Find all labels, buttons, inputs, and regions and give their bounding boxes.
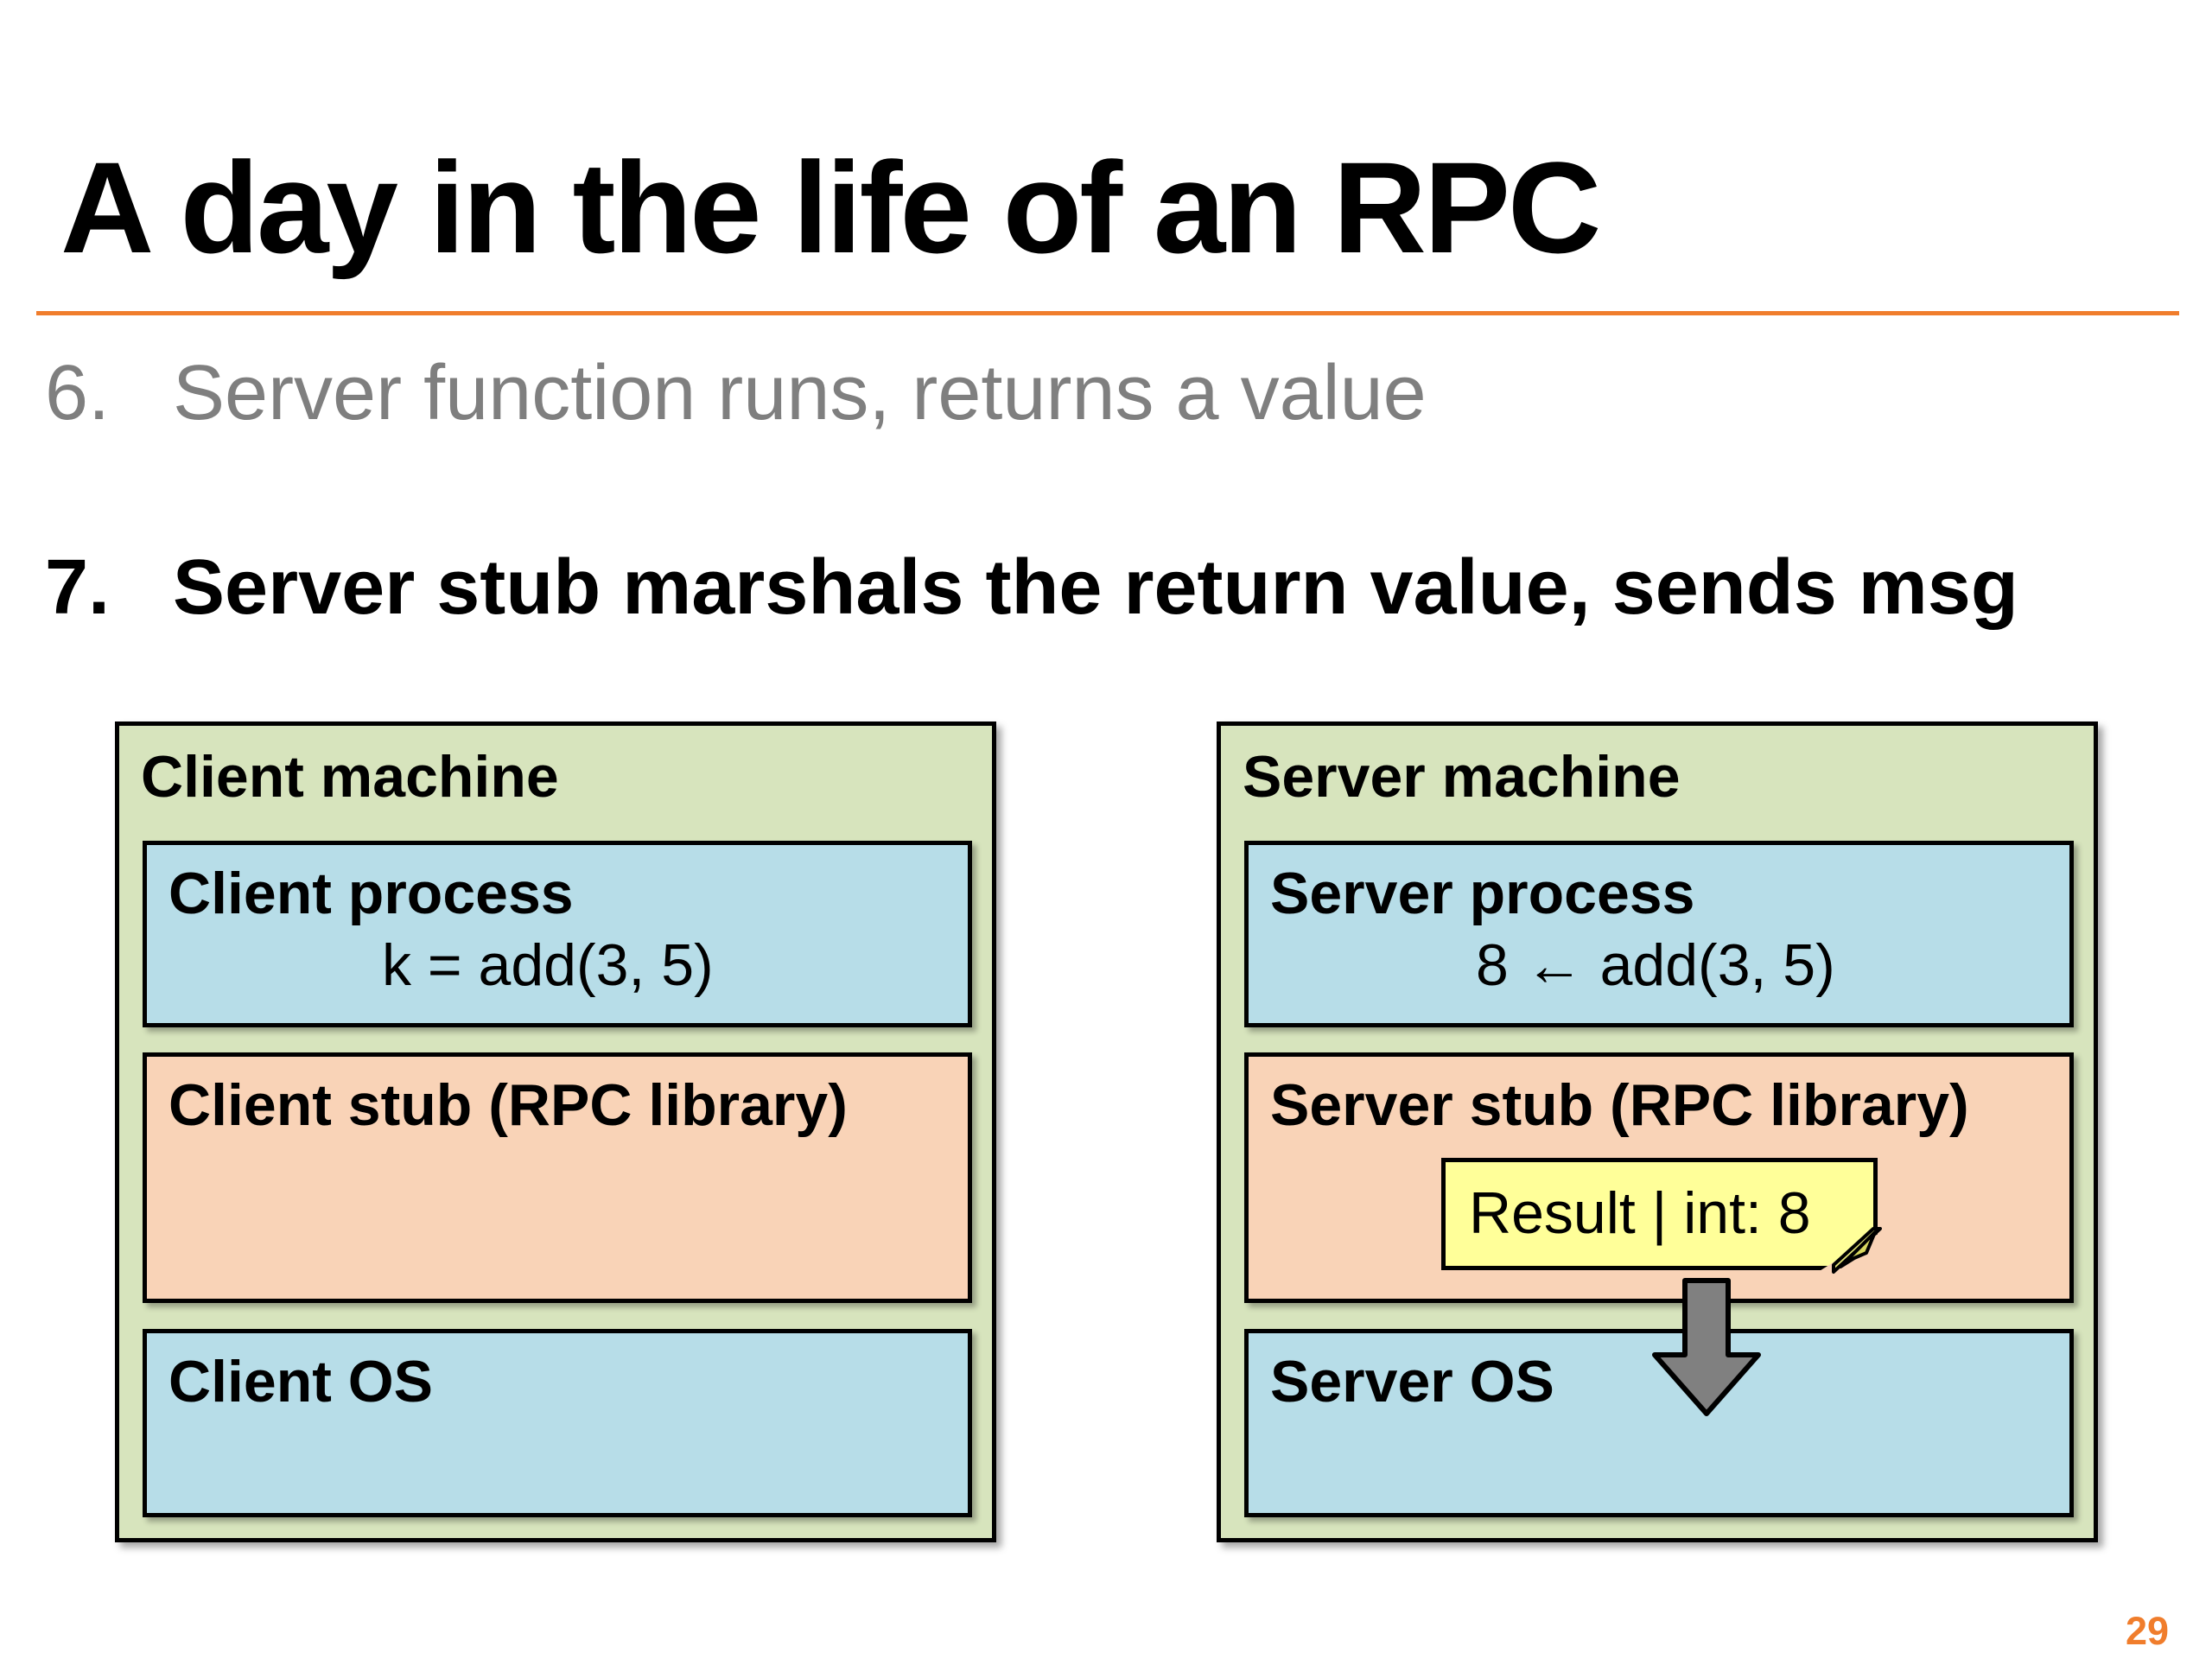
- server-process-label: Server process: [1270, 861, 1695, 926]
- step-6-text: Server function runs, returns a value: [173, 350, 1427, 436]
- server-os-label: Server OS: [1270, 1349, 1554, 1414]
- client-process-code: k = add(3, 5): [382, 932, 714, 998]
- server-process-box: Server process 8 ← add(3, 5): [1244, 841, 2074, 1027]
- title-divider: [36, 311, 2179, 315]
- step-7: 7.Server stub marshals the return value,…: [45, 549, 2018, 626]
- client-machine-box: Client machine Client process k = add(3,…: [115, 721, 996, 1542]
- client-stub-label: Client stub (RPC library): [168, 1072, 848, 1138]
- server-stub-label: Server stub (RPC library): [1270, 1072, 1969, 1138]
- slide-title: A day in the life of an RPC: [60, 135, 1601, 280]
- client-machine-label: Client machine: [141, 744, 559, 810]
- server-process-code: 8 ← add(3, 5): [1476, 932, 1835, 998]
- client-os-label: Client OS: [168, 1349, 434, 1414]
- result-message-text: Result | int: 8: [1469, 1180, 1811, 1246]
- step-6: 6.Server function runs, returns a value: [45, 354, 1427, 432]
- result-message-note: [1441, 1158, 1878, 1270]
- step-7-number: 7.: [45, 544, 111, 631]
- note-fold-corner: [1832, 1227, 1882, 1274]
- step-7-text: Server stub marshals the return value, s…: [173, 544, 2018, 631]
- client-process-label: Client process: [168, 861, 574, 926]
- client-process-box: Client process k = add(3, 5): [143, 841, 972, 1027]
- client-stub-box: Client stub (RPC library): [143, 1052, 972, 1303]
- client-os-box: Client OS: [143, 1329, 972, 1517]
- server-machine-label: Server machine: [1243, 744, 1681, 810]
- down-arrow-icon: [1652, 1278, 1761, 1416]
- step-6-number: 6.: [45, 350, 111, 436]
- page-number: 29: [2126, 1609, 2170, 1653]
